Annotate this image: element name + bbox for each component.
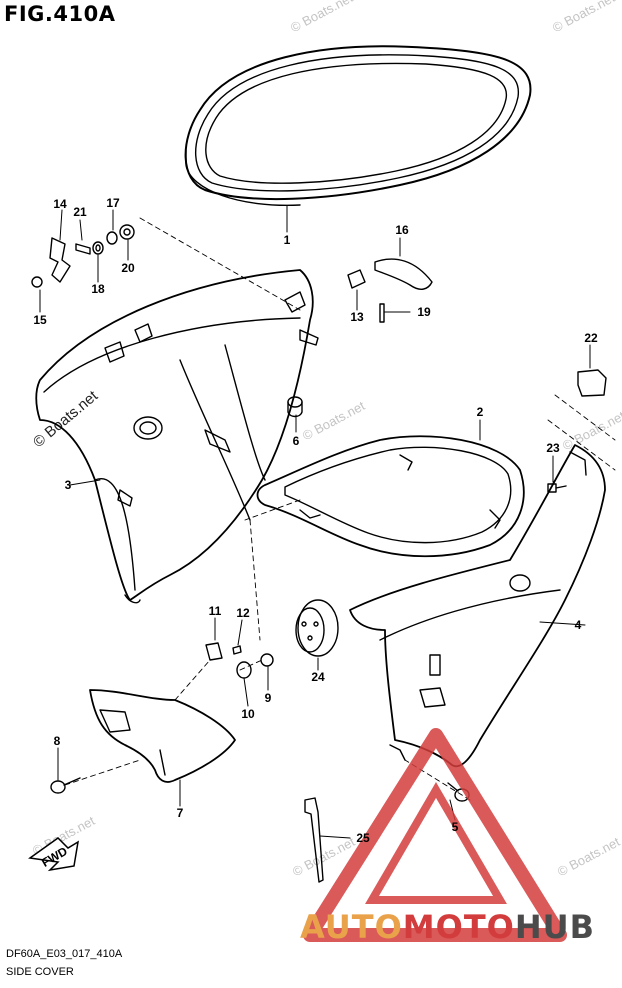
automotohub-logo-icon: [303, 728, 567, 942]
part-4-right-side-cover: [349, 444, 606, 768]
callout-14: 14: [53, 197, 67, 211]
part-23-bolt: [547, 483, 567, 493]
callout-12: 12: [236, 606, 250, 620]
callout-9: 9: [264, 691, 272, 705]
fwd-arrow: FWD: [28, 837, 80, 872]
part-12-screw: [232, 645, 242, 655]
part-22-bracket: [577, 369, 607, 397]
part-1-seal-ring: [184, 45, 532, 207]
callout-3: 3: [64, 478, 72, 492]
callout-7: 7: [176, 806, 184, 820]
callout-13: 13: [350, 310, 364, 324]
part-18-washer: [92, 241, 104, 255]
part-25-tie: [304, 797, 324, 883]
figure-code: DF60A_E03_017_410A: [6, 948, 123, 960]
part-3-left-side-cover: [35, 269, 319, 604]
figure-name: SIDE COVER: [6, 966, 74, 978]
callout-1: 1: [283, 233, 291, 247]
callout-18: 18: [91, 282, 105, 296]
callout-16: 16: [395, 223, 409, 237]
part-21-pin: [75, 243, 91, 255]
callout-23: 23: [546, 441, 560, 455]
logo-part-moto: MOTO: [402, 908, 515, 946]
automotohub-logo-text: AUTOMOTOHUB: [300, 908, 595, 946]
part-7-lower-cover: [89, 689, 236, 783]
part-20-grommet: [119, 224, 135, 240]
figure-title: FIG.410A: [4, 2, 116, 26]
part-2-seal-frame: [256, 435, 525, 558]
part-8-bolt: [50, 777, 81, 794]
callout-6: 6: [292, 434, 300, 448]
callout-2: 2: [476, 405, 484, 419]
part-15-nut: [31, 276, 43, 288]
part-10-collar: [236, 661, 252, 679]
callout-11: 11: [208, 604, 222, 618]
part-16-latch: [374, 258, 433, 290]
part-14-bracket: [49, 237, 71, 283]
callout-4: 4: [574, 618, 582, 632]
part-9-washer: [260, 653, 274, 667]
part-24-grommet: [295, 599, 339, 657]
callout-20: 20: [121, 261, 135, 275]
part-19-pin: [379, 303, 385, 323]
callout-21: 21: [73, 205, 87, 219]
callout-25: 25: [356, 831, 370, 845]
callout-5: 5: [451, 820, 459, 834]
callout-19: 19: [417, 305, 431, 319]
logo-part-hub: HUB: [514, 908, 596, 946]
part-17-collar: [106, 231, 118, 245]
logo-part-auto: AUTO: [300, 908, 403, 946]
part-11-plate: [205, 642, 223, 661]
callout-15: 15: [33, 313, 47, 327]
callout-17: 17: [106, 196, 120, 210]
callout-22: 22: [584, 331, 598, 345]
part-13-spring: [347, 269, 366, 289]
callout-10: 10: [241, 707, 255, 721]
part-6-grommet: [287, 396, 303, 418]
callout-8: 8: [53, 734, 61, 748]
callout-24: 24: [311, 670, 325, 684]
